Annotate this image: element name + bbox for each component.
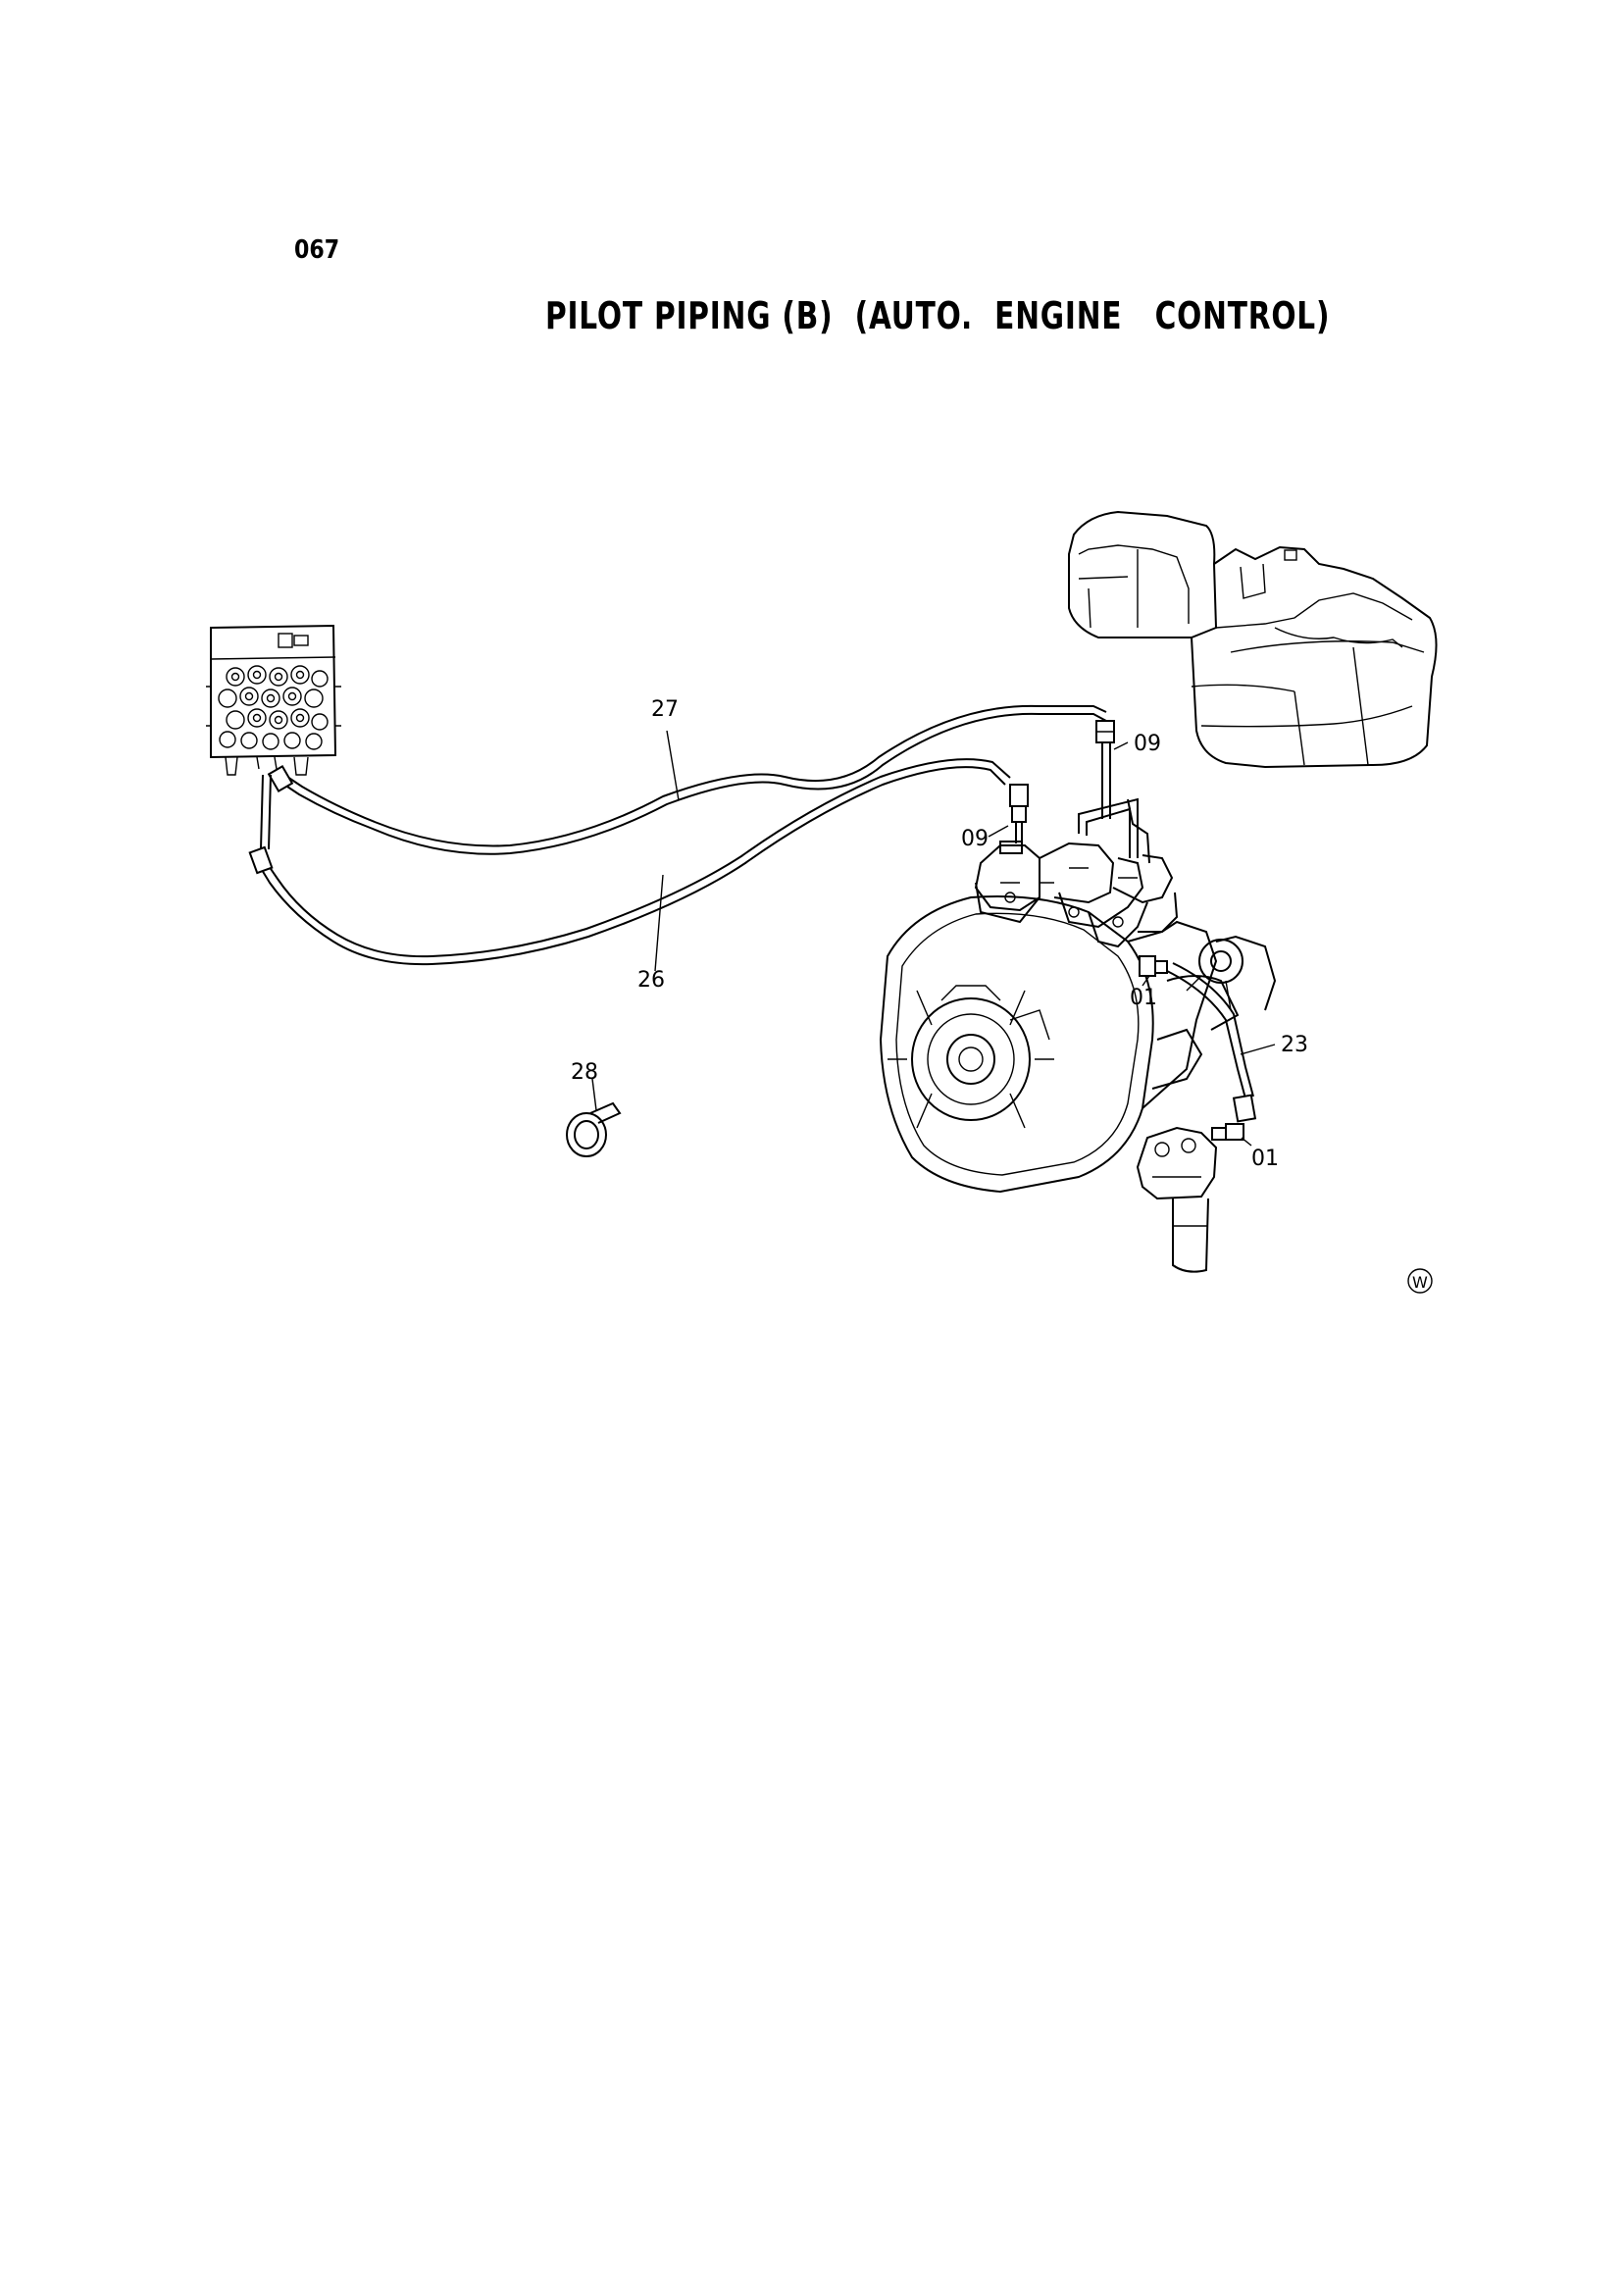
- w-stamp-mark: W: [1407, 1268, 1433, 1294]
- page-code: 067: [294, 235, 340, 265]
- callout-09-mid: 09: [961, 827, 989, 851]
- callout-23: 23: [1281, 1033, 1308, 1057]
- hose-23: [1166, 962, 1257, 1123]
- fitting-09-mid: [1009, 784, 1029, 843]
- fitting-01-lower: [1211, 1123, 1244, 1141]
- callout-28: 28: [571, 1060, 598, 1085]
- callout-27: 27: [651, 697, 679, 722]
- callout-01-lower: 01: [1251, 1147, 1279, 1171]
- fitting-09-top: [1095, 720, 1115, 819]
- regulator-valves: [974, 797, 1179, 948]
- page-title: PILOT PIPING (B) (AUTO. ENGINE CONTROL): [545, 294, 1331, 337]
- pilot-valve-block: [206, 624, 341, 776]
- callout-01-upper: 01: [1130, 986, 1157, 1010]
- fitting-01-upper: [1139, 955, 1168, 977]
- hose-26: [248, 758, 1011, 966]
- leader-lines: [654, 730, 1276, 1147]
- clamp-28: [566, 1078, 622, 1157]
- callout-09-top: 09: [1134, 732, 1161, 756]
- hose-27: [267, 704, 1107, 855]
- filter-housing: [1136, 1126, 1218, 1273]
- callout-26: 26: [637, 968, 665, 993]
- excavator-illustration: [1068, 510, 1438, 769]
- w-stamp-letter: W: [1412, 1273, 1428, 1292]
- pump-assembly: [879, 895, 1277, 1194]
